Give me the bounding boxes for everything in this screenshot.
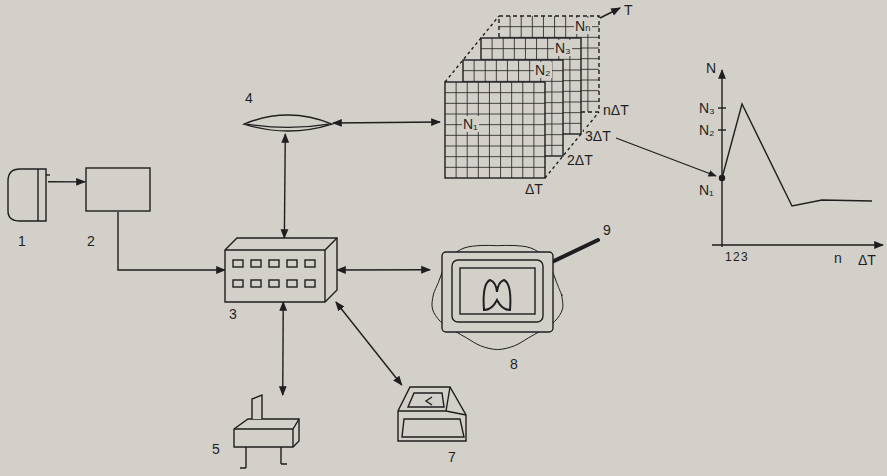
- graph-label: 1: [725, 250, 732, 264]
- frame-label: T: [623, 2, 634, 18]
- computer-unit-outline: [225, 238, 337, 302]
- callout-number: 7: [448, 449, 456, 465]
- display-monitor: 8: [430, 240, 565, 350]
- callout-number: 3: [229, 306, 237, 322]
- frame-label: nΔT: [602, 102, 630, 118]
- frame-label: ΔT: [524, 181, 544, 197]
- callout-number: 2: [87, 233, 95, 249]
- connector-arrow: [48, 181, 85, 182]
- frame-stack: N₁ N₂N₃NₙΔT 2ΔT 3ΔT nΔT T: [440, 4, 636, 202]
- connector-arrow: [284, 134, 286, 238]
- graph-label: N₂: [699, 122, 715, 138]
- callout-number: 4: [245, 90, 253, 106]
- keyboard-console: 7: [396, 385, 468, 443]
- callout-number: 1: [18, 233, 26, 249]
- graph-label: 3: [741, 250, 748, 264]
- frame-label: 3ΔT: [584, 128, 612, 144]
- frame-label: N₃: [554, 40, 572, 56]
- graph-label: ΔT: [858, 252, 876, 268]
- detector-head: 1: [6, 165, 48, 223]
- frame-label: N₂: [534, 62, 552, 78]
- graph-label: n: [834, 250, 842, 266]
- memory-unit: 4: [243, 112, 333, 134]
- interface-box: 2: [85, 167, 151, 212]
- connector-arrow: [337, 269, 430, 271]
- image-frame: [445, 82, 545, 178]
- teletype-terminal-outline: [228, 395, 303, 470]
- leader-line: [616, 138, 716, 176]
- callout-number: 5: [212, 441, 220, 457]
- computer-unit: 3: [225, 238, 337, 302]
- connector-arrow: [333, 121, 440, 123]
- frame-label: Nₙ: [574, 18, 592, 34]
- interface-box-outline: [85, 167, 151, 212]
- memory-unit-outline: [243, 112, 333, 134]
- graph-label: N₁: [699, 182, 714, 198]
- teletype-terminal: 5: [228, 395, 303, 470]
- count-graph: [712, 70, 883, 247]
- display-monitor-outline: [430, 240, 565, 350]
- graph-label: N: [706, 60, 716, 76]
- callout-number: 8: [510, 356, 518, 372]
- detector-head-outline: [6, 165, 48, 223]
- graph-label: 2: [733, 250, 740, 264]
- graph-label: N₃: [699, 100, 715, 116]
- frame-label: 2ΔT: [566, 152, 594, 168]
- keyboard-console-outline: [396, 385, 468, 443]
- connector-arrow: [336, 302, 402, 385]
- connector-arrow: [282, 302, 284, 395]
- connector-arrow: [118, 212, 225, 270]
- frame-label: N₁: [462, 116, 479, 132]
- callout-number: 9: [603, 222, 611, 238]
